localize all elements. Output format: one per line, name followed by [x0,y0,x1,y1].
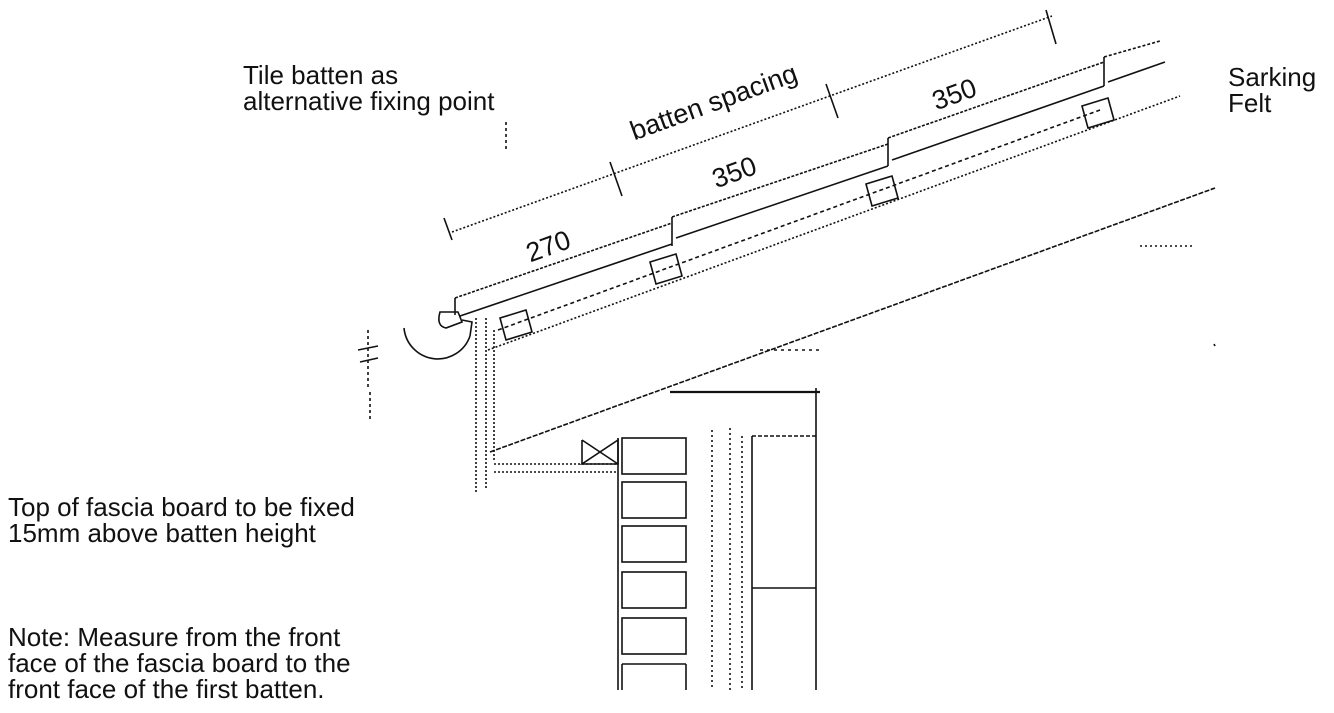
gutter [403,311,473,360]
fascia-board [475,318,495,492]
fascia-note-line-1: Top of fascia board to be fixed [8,492,355,522]
tile-batten-label-line-2: alternative fixing point [243,86,495,116]
measure-note: Note: Measure from the front face of the… [8,624,351,702]
measure-note-line-3: front face of the first batten. [8,674,325,704]
cavity [711,428,743,690]
tile-batten-label: Tile batten as alternative fixing point [243,62,494,114]
measure-note-line-1: Note: Measure from the front [8,622,341,652]
brick-wall [617,437,687,690]
tile-batten-label-line-1: Tile batten as [243,60,399,90]
misc-marks [1140,245,1216,347]
dimension-line [443,9,1057,241]
soffit [494,438,619,473]
rafter [487,95,1216,453]
measure-note-line-2: face of the fascia board to the [8,648,351,678]
battens [499,96,1115,342]
fascia-note-line-2: 15mm above batten height [8,518,316,548]
inner-leaf [670,349,820,690]
fascia-note: Top of fascia board to be fixed 15mm abo… [8,494,355,546]
tile-course [454,40,1166,317]
sarking-felt-line-1: Sarking [1228,62,1317,92]
sarking-felt-line-2: Felt [1228,88,1272,118]
dimension-marker [357,122,507,420]
sarking-felt-label: Sarking Felt [1228,64,1316,116]
